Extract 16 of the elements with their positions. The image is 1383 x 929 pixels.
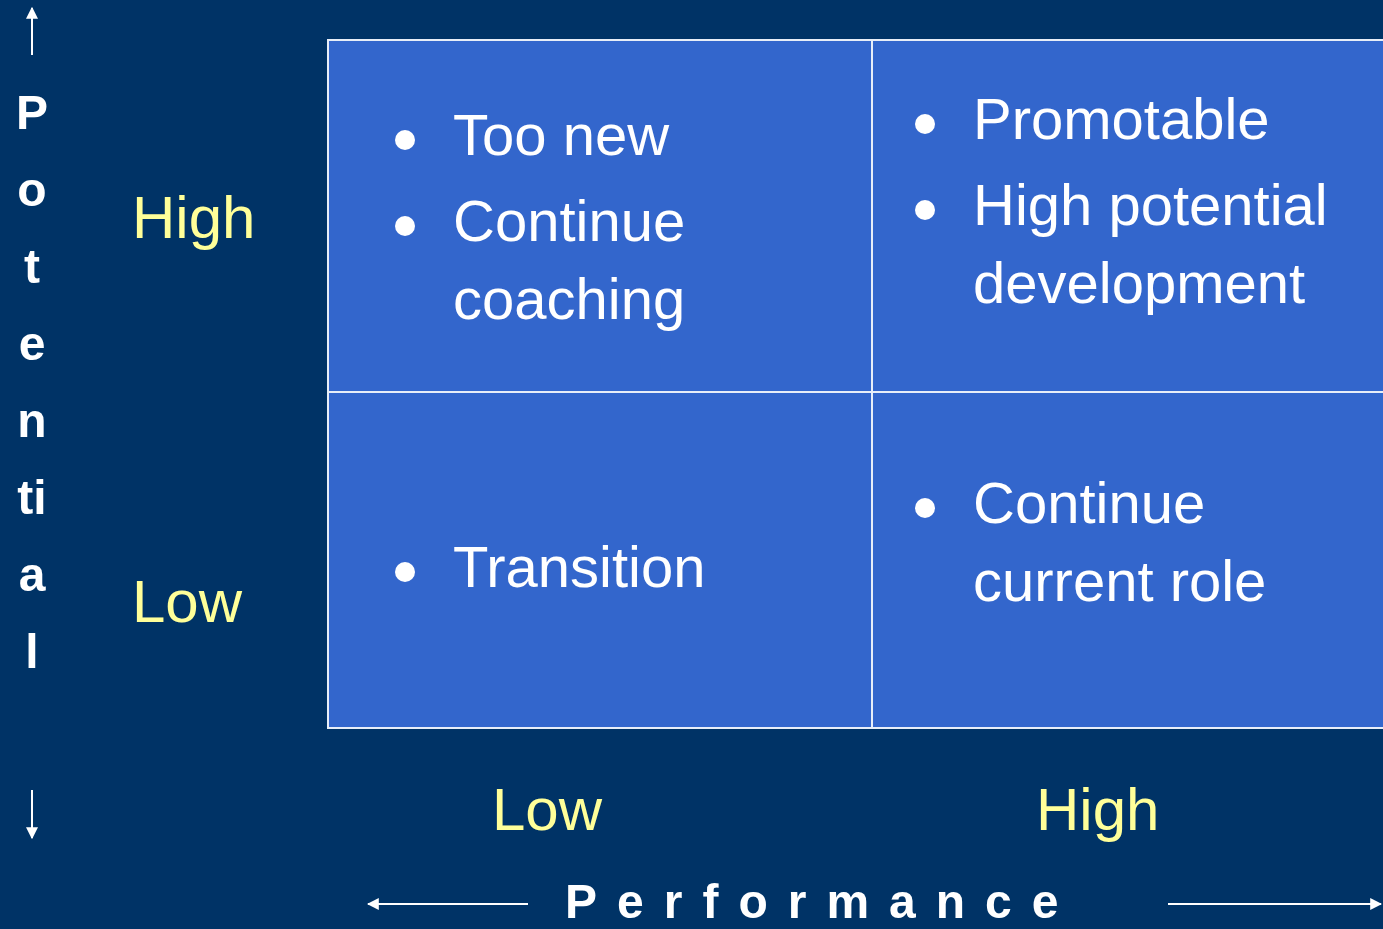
bullet-item: Too new bbox=[395, 96, 815, 174]
bullet-item: Promotable bbox=[915, 80, 1355, 158]
bullet-item: High potential development bbox=[915, 166, 1355, 322]
bullet-item: Transition bbox=[395, 528, 815, 606]
axis-title: Performance bbox=[565, 874, 1079, 929]
matrix-cell bbox=[871, 39, 1383, 393]
matrix-cell bbox=[327, 39, 873, 393]
axis-label: Low bbox=[132, 567, 243, 637]
axis-label: Low bbox=[492, 775, 603, 845]
axis-label: High bbox=[1036, 775, 1160, 845]
bullet-item: Continue coaching bbox=[395, 182, 815, 338]
bullet-item: Continue current role bbox=[915, 464, 1355, 620]
matrix-cell bbox=[871, 391, 1383, 729]
matrix-cell bbox=[327, 391, 873, 729]
axis-label: High bbox=[132, 183, 256, 253]
axis-title: Potential bbox=[15, 85, 49, 680]
